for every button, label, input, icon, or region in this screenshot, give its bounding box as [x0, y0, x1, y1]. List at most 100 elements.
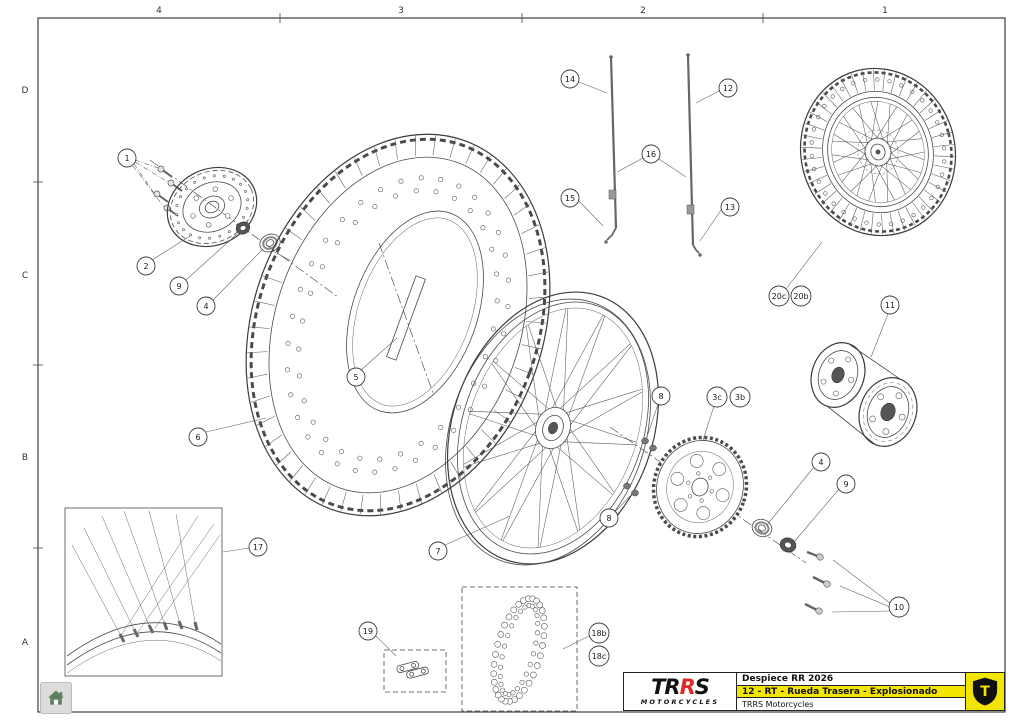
- svg-text:18c: 18c: [592, 652, 607, 661]
- callout-18b[interactable]: 18b: [588, 622, 610, 644]
- frame-ticks: [33, 13, 764, 549]
- spoked-rim: [445, 291, 660, 566]
- callout-20b[interactable]: 20b: [790, 285, 812, 307]
- callout-9-right[interactable]: 9: [836, 474, 856, 494]
- trrs-logo-subtitle: MOTORCYCLES: [640, 697, 720, 706]
- leader-fan-lines: [132, 159, 169, 208]
- drawing-frame: [33, 13, 1006, 713]
- grid-reference-labels: 4 3 2 1 D C B A: [22, 6, 888, 648]
- disc-perforations: [174, 174, 250, 240]
- callout-8-upper[interactable]: 8: [651, 386, 671, 406]
- company-name: TRRS Motorcycles: [742, 699, 814, 709]
- document-reference: Despiece RR 2026: [737, 673, 965, 686]
- callout-5[interactable]: 5: [346, 367, 366, 387]
- brand-badge: T: [965, 673, 1004, 710]
- callout-16[interactable]: 16: [641, 144, 661, 164]
- leader-lines: [151, 81, 891, 657]
- hub-flange-holes-right: [869, 392, 906, 435]
- wheel-tread-ticks: [801, 69, 955, 235]
- callout-4-left[interactable]: 4: [196, 296, 216, 316]
- svg-text:T: T: [980, 684, 990, 700]
- chain-links-inner: [497, 602, 541, 698]
- svg-text:19: 19: [363, 627, 373, 636]
- callout-9-left[interactable]: 9: [169, 276, 189, 296]
- svg-text:B: B: [22, 453, 28, 463]
- assembled-wheel: [799, 67, 957, 237]
- trrs-logo-word: TRRS: [651, 674, 710, 699]
- svg-text:2: 2: [143, 262, 148, 271]
- hub-flange-holes-left: [820, 356, 855, 397]
- tire-tread-ticks: [247, 135, 549, 515]
- svg-text:2: 2: [640, 6, 646, 16]
- svg-text:17: 17: [253, 543, 263, 552]
- trrs-logo: TRRS MOTORCYCLES: [624, 673, 737, 710]
- callout-4-right[interactable]: 4: [811, 452, 831, 472]
- callout-7[interactable]: 7: [428, 541, 448, 561]
- master-link: [396, 661, 429, 679]
- svg-text:7: 7: [435, 547, 440, 556]
- callout-11[interactable]: 11: [880, 295, 900, 315]
- svg-text:1: 1: [124, 154, 129, 163]
- svg-text:12: 12: [723, 84, 733, 93]
- callout-17[interactable]: 17: [248, 537, 268, 557]
- brake-disc: [166, 166, 258, 248]
- title-block: TRRS MOTORCYCLES Despiece RR 2026 12 - R…: [623, 672, 1005, 711]
- wheel-spokes: [831, 101, 925, 203]
- svg-text:4: 4: [818, 458, 823, 467]
- rim-band: [386, 275, 426, 361]
- svg-text:3b: 3b: [735, 393, 745, 402]
- svg-text:4: 4: [156, 6, 162, 16]
- chain-detail: [383, 586, 578, 712]
- svg-text:10: 10: [894, 603, 904, 612]
- svg-text:C: C: [22, 271, 28, 281]
- svg-text:3c: 3c: [712, 393, 722, 402]
- callout-12[interactable]: 12: [718, 78, 738, 98]
- rear-sprocket: [651, 435, 749, 539]
- callout-6[interactable]: 6: [188, 427, 208, 447]
- chain-links-outer: [490, 595, 548, 705]
- wheel-knobs: [809, 77, 947, 227]
- svg-text:D: D: [22, 86, 29, 96]
- hub: [810, 342, 918, 447]
- shield-logo-icon: T: [972, 677, 998, 706]
- svg-text:14: 14: [565, 75, 575, 84]
- disc-mount-holes: [190, 186, 234, 228]
- svg-text:4: 4: [203, 302, 208, 311]
- sprocket-nuts: [623, 437, 657, 497]
- svg-text:8: 8: [606, 514, 611, 523]
- callout-2[interactable]: 2: [136, 256, 156, 276]
- callout-13[interactable]: 13: [720, 197, 740, 217]
- callout-20c[interactable]: 20c: [768, 285, 790, 307]
- svg-text:11: 11: [885, 301, 895, 310]
- callout-18c[interactable]: 18c: [588, 645, 610, 667]
- svg-text:20b: 20b: [793, 292, 808, 301]
- callout-19[interactable]: 19: [358, 621, 378, 641]
- inset-spokes: [71, 510, 221, 638]
- callout-8-lower[interactable]: 8: [599, 508, 619, 528]
- svg-text:9: 9: [176, 282, 181, 291]
- axle-rods: [604, 53, 702, 257]
- svg-text:5: 5: [353, 373, 358, 382]
- home-button[interactable]: [40, 682, 72, 714]
- sheet-title: 12 - RT - Rueda Trasera - Explosionado: [737, 685, 965, 699]
- hub-bolts: [804, 550, 831, 615]
- callout-14[interactable]: 14: [560, 69, 580, 89]
- svg-text:8: 8: [658, 392, 663, 401]
- callout-1[interactable]: 1: [117, 148, 137, 168]
- sprocket-bolt-holes: [686, 471, 714, 503]
- svg-text:6: 6: [195, 433, 200, 442]
- callout-3b[interactable]: 3b: [729, 386, 751, 408]
- svg-text:15: 15: [565, 194, 575, 203]
- callout-10[interactable]: 10: [888, 596, 910, 618]
- home-icon: [48, 690, 64, 705]
- svg-text:3: 3: [398, 6, 404, 16]
- sprocket-cutouts: [670, 454, 730, 520]
- tire: [245, 133, 551, 517]
- callout-3c[interactable]: 3c: [706, 386, 728, 408]
- svg-text:13: 13: [725, 203, 735, 212]
- rim-detail-inset: [64, 507, 223, 677]
- tire-knobs-inner: [296, 188, 500, 462]
- callout-15[interactable]: 15: [560, 188, 580, 208]
